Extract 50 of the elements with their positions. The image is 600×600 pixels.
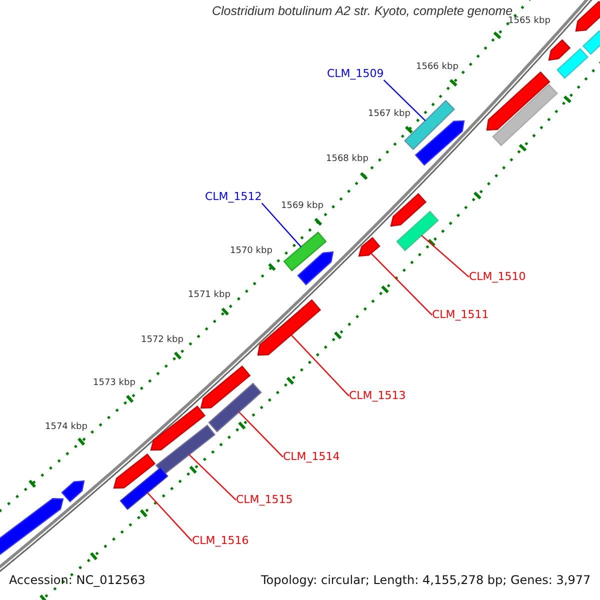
gene-label: CLM_1514 [283,451,340,464]
gene-feature [283,232,327,272]
gene-label: CLM_1516 [192,535,249,548]
gene-feature [113,453,156,489]
gene-feature [390,193,427,227]
gene-feature [120,466,168,510]
gene-feature [0,498,64,556]
gene-feature [414,120,465,166]
leader-line [238,412,284,458]
gene-feature [556,48,589,79]
leader-line [261,202,302,248]
gene-label: CLM_1515 [236,494,293,506]
tick-label: 1570 kbp [230,247,272,257]
gene-feature [257,299,322,356]
tick-label: 1572 kbp [141,336,184,346]
gene-feature [396,210,439,252]
gene-label: CLM_1513 [349,390,406,402]
tick-label: 1569 kbp [281,202,324,212]
leader-line [188,454,236,500]
gene-feature [155,424,216,476]
tick-label: 1571 kbp [188,291,230,301]
gene-feature [208,382,262,432]
genome-info-text: Topology: circular; Length: 4,155,278 bp; Genes: 3,977 [261,574,591,588]
tick-label: 1574 kbp [45,423,88,433]
gene-label: CLM_1509 [327,68,384,80]
leader-line [383,80,426,122]
tick-label: 1566 kbp [416,63,458,73]
leader-line [370,252,432,316]
gene-label: CLM_1511 [432,309,489,322]
gene-feature [200,366,251,409]
gene-feature [61,480,85,502]
gene-label: CLM_1510 [469,271,526,284]
gene-feature [582,30,600,55]
leader-line [290,334,350,396]
gene-label: CLM_1512 [205,191,262,204]
tick-label: 1567 kbp [368,110,410,120]
gene-feature [150,405,206,451]
tick-label: 1573 kbp [93,379,136,389]
tick-label: 1568 kbp [326,155,368,165]
gene-feature [575,0,600,32]
leader-line [421,234,470,278]
accession-text: Accession: NC_012563 [9,574,146,588]
tick-label: 1565 kbp [508,17,550,27]
gene-feature [492,84,558,146]
gene-feature [548,39,571,61]
map-title: Clostridium botulinum A2 str. Kyoto, complete genome [212,5,513,18]
gene-feature [297,251,334,286]
gene-feature [358,236,380,257]
leader-line [147,492,192,542]
gene-feature [486,71,550,131]
